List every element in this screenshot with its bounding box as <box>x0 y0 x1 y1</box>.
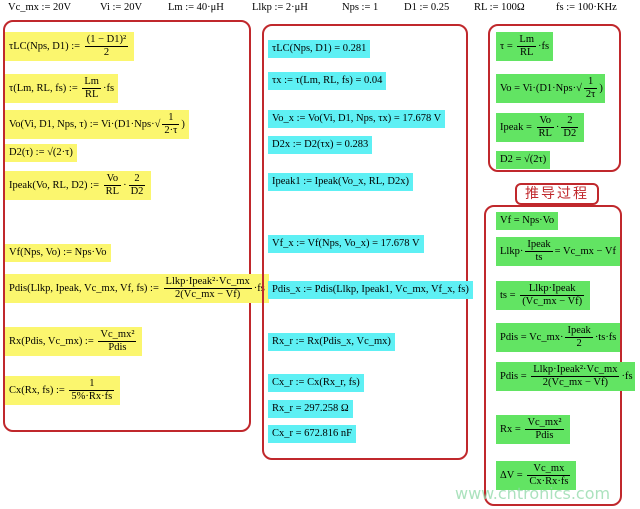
param-vi: Vi := 20V <box>100 2 143 13</box>
definitions-panel <box>3 20 251 432</box>
d2-formula: D2 = √(2τ) <box>496 151 551 169</box>
param-fs: fs := 100·KHz <box>556 2 617 13</box>
vf-x-value: Vf_x := Vf(Nps, Vo_x) = 17.678 V <box>268 235 424 253</box>
pdis-x-assignment: Pdis_x := Pdis(Llkp, Ipeak1, Vc_mx, Vf_x… <box>268 281 473 299</box>
d2x-value: D2x := D2(τx) = 0.283 <box>268 136 373 154</box>
cx-r-value: Cx_r = 672.816 nF <box>268 425 357 443</box>
rx-r-value: Rx_r = 297.258 Ω <box>268 400 353 418</box>
vo-x-value: Vo_x := Vo(Vi, D1, Nps, τx) = 17.678 V <box>268 110 446 128</box>
param-llkp: Llkp := 2·μH <box>252 2 308 13</box>
cx-r-assignment: Cx_r := Cx(Rx_r, fs) <box>268 374 364 392</box>
tx-value: τx := τ(Lm, RL, fs) = 0.04 <box>268 72 387 90</box>
param-nps: Nps := 1 <box>342 2 379 13</box>
derivation-title: 推导过程 <box>515 183 599 205</box>
ipeak1-assignment: Ipeak1 := Ipeak(Vo_x, RL, D2x) <box>268 173 413 191</box>
summary-panel <box>488 24 621 172</box>
d2-definition: D2(τ) := √(2·τ) <box>5 144 77 162</box>
watermark: www.cntronics.com <box>455 484 611 503</box>
rx-r-assignment: Rx_r := Rx(Pdis_x, Vc_mx) <box>268 333 395 351</box>
pdis-definition: Pdis(Llkp, Ipeak, Vc_mx, Vf, fs) := Llkp… <box>5 274 269 303</box>
tlc-value: τLC(Nps, D1) = 0.281 <box>268 40 371 58</box>
param-d1: D1 := 0.25 <box>404 2 450 13</box>
param-rl: RL := 100Ω <box>474 2 525 13</box>
vf-definition: Vf(Nps, Vo) := Nps·Vo <box>5 244 111 262</box>
derivation-panel <box>484 205 622 506</box>
ts-formula: ts = Llkp·Ipeak(Vc_mx − Vf) <box>496 281 591 310</box>
evaluation-panel <box>262 24 468 460</box>
param-lm: Lm := 40·μH <box>168 2 224 13</box>
vf-formula: Vf = Nps·Vo <box>496 212 559 230</box>
param-vc-mx: Vc_mx := 20V <box>8 2 72 13</box>
parameter-row: Vc_mx := 20V Vi := 20V Lm := 40·μH Llkp … <box>0 2 640 18</box>
